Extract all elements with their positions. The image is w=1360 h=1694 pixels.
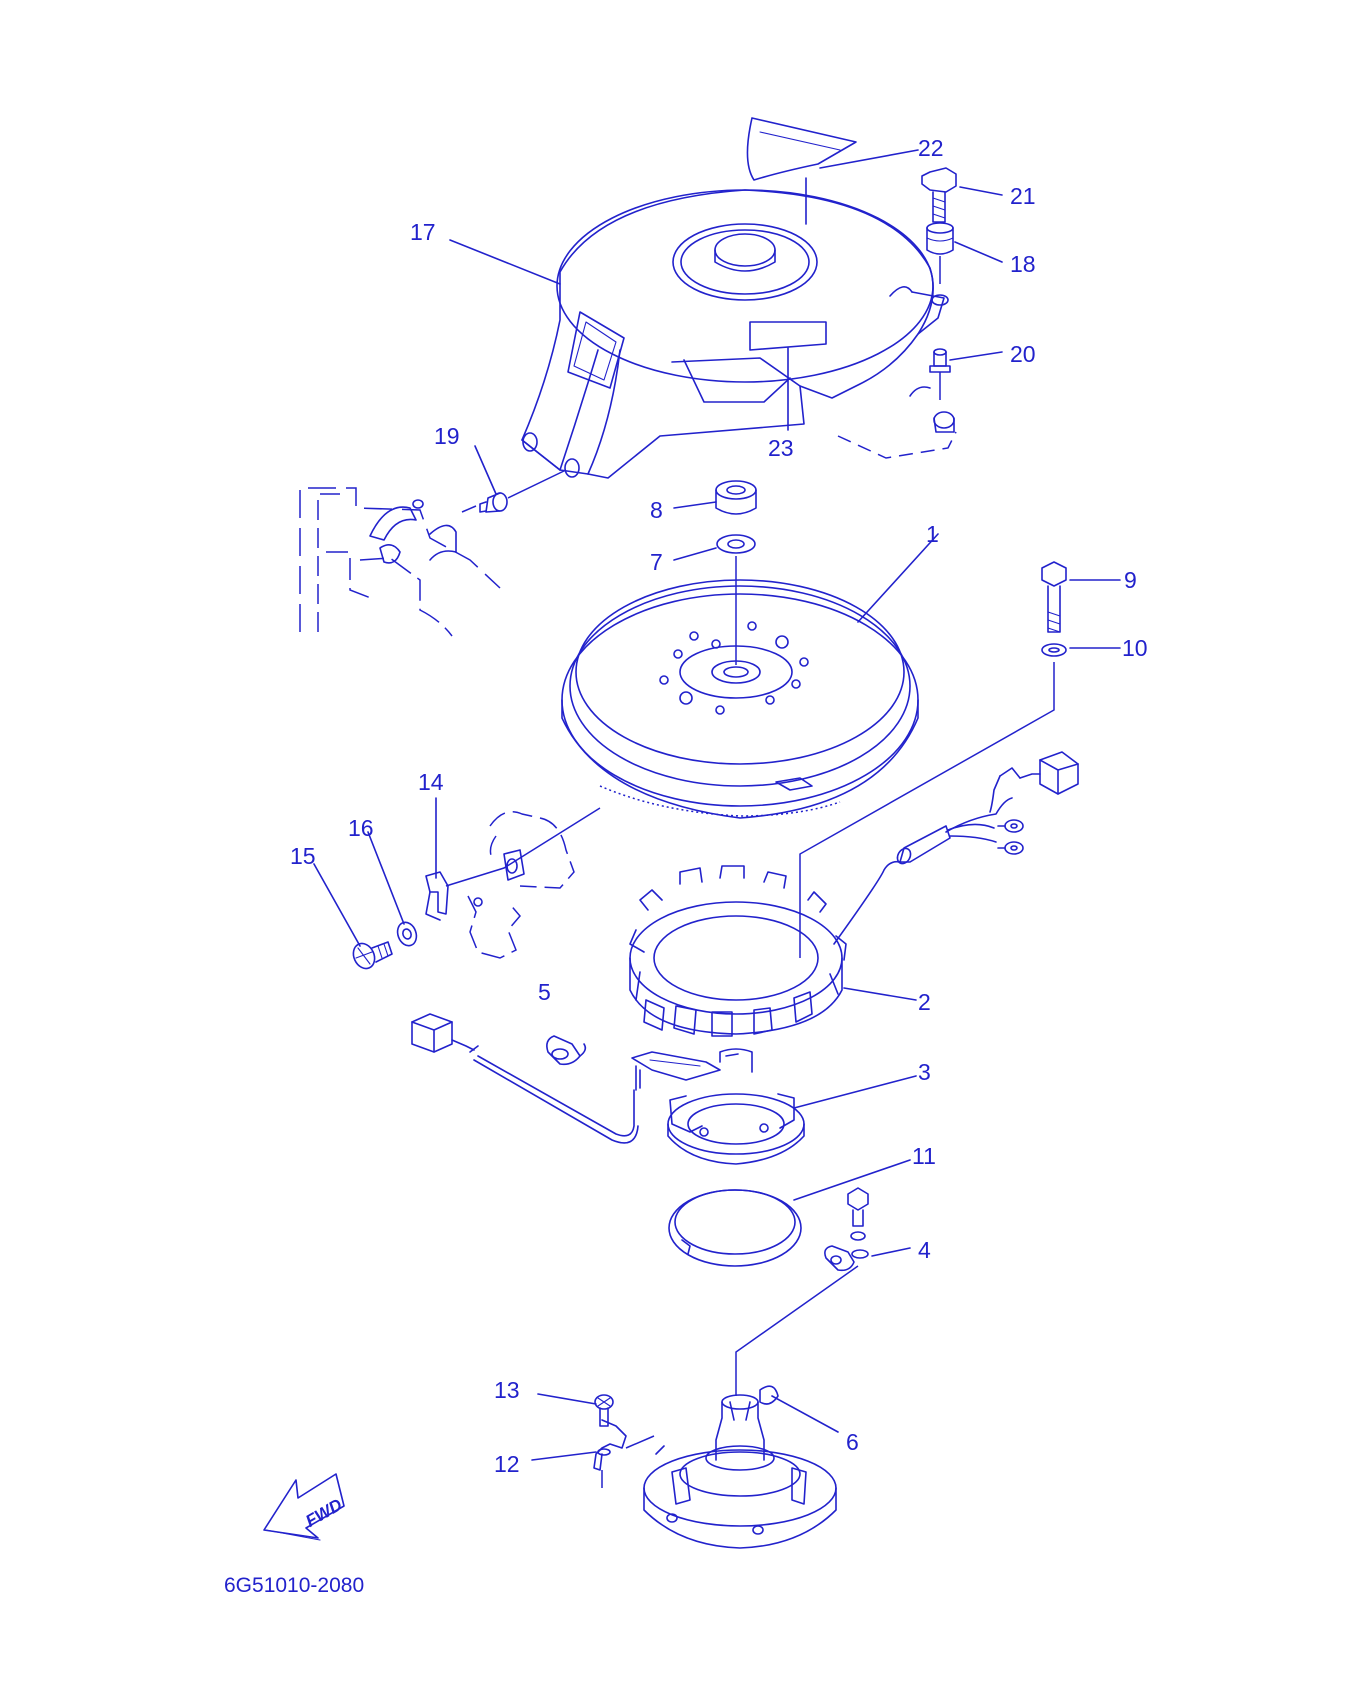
part-labels: 22 21 17 18 20 19 23 8 1 7 9 10 14 16 15… bbox=[224, 135, 1148, 1597]
part-label-20: 20 bbox=[1010, 341, 1036, 367]
cover-bracket bbox=[837, 386, 957, 459]
nut-part-8 bbox=[715, 480, 757, 515]
drawing-number: 6G51010-2080 bbox=[224, 1574, 364, 1597]
bracket-part-12 bbox=[593, 1419, 627, 1471]
part-label-1: 1 bbox=[926, 521, 939, 547]
leader-line bbox=[799, 662, 1055, 958]
callout-leaders bbox=[313, 149, 1121, 1461]
part-label-10: 10 bbox=[1122, 635, 1148, 661]
part-label-9: 9 bbox=[1124, 567, 1137, 593]
base-plate bbox=[643, 1394, 837, 1549]
screw-part-13 bbox=[594, 1394, 614, 1427]
bolt-part-9 bbox=[1041, 561, 1067, 633]
clamp-part-5 bbox=[546, 1035, 587, 1066]
collar-part-20 bbox=[929, 348, 951, 373]
part-label-3: 3 bbox=[918, 1059, 931, 1085]
flywheel-cover-part-17 bbox=[521, 189, 949, 479]
part-label-17: 17 bbox=[410, 219, 436, 245]
part-label-8: 8 bbox=[650, 497, 663, 523]
leader-line bbox=[445, 807, 601, 887]
washer-part-7 bbox=[716, 534, 756, 554]
stator-part-2 bbox=[629, 860, 901, 1037]
decal-part-22 bbox=[746, 117, 857, 181]
part-label-14: 14 bbox=[418, 769, 444, 795]
flywheel-rotor-part-1 bbox=[561, 579, 919, 819]
screw-part-4-bolt bbox=[847, 1187, 869, 1241]
engine-bracket-lower bbox=[467, 811, 575, 959]
key-part-6 bbox=[759, 1385, 779, 1405]
part-label-22: 22 bbox=[918, 135, 944, 161]
leader-line bbox=[735, 1265, 859, 1396]
bracket-part-14 bbox=[425, 871, 449, 921]
part-label-13: 13 bbox=[494, 1377, 520, 1403]
washer-part-10 bbox=[1041, 643, 1067, 657]
washer-part-16 bbox=[396, 921, 418, 947]
fwd-arrow-icon: FWD bbox=[263, 1473, 345, 1541]
bolt-part-21 bbox=[921, 167, 957, 223]
screw-part-15 bbox=[352, 941, 393, 970]
part-label-15: 15 bbox=[290, 843, 316, 869]
leader-line bbox=[601, 1435, 655, 1488]
ring-part-11 bbox=[668, 1189, 802, 1267]
clip-part-4 bbox=[824, 1245, 869, 1272]
part-label-7: 7 bbox=[650, 549, 663, 575]
leader-line bbox=[461, 469, 567, 513]
engine-bracket-upper bbox=[299, 487, 501, 637]
grommet-part-19 bbox=[479, 492, 508, 513]
pulser-coil-part-3 bbox=[631, 1048, 805, 1165]
part-label-4: 4 bbox=[918, 1237, 931, 1263]
stator-wiring bbox=[896, 751, 1079, 865]
part-label-11: 11 bbox=[912, 1143, 936, 1169]
part-label-6: 6 bbox=[846, 1429, 859, 1455]
grommet-part-18 bbox=[926, 222, 954, 255]
part-label-16: 16 bbox=[348, 815, 374, 841]
part-label-18: 18 bbox=[1010, 251, 1036, 277]
part-label-19: 19 bbox=[434, 423, 460, 449]
part-label-5: 5 bbox=[538, 979, 551, 1005]
part-label-2: 2 bbox=[918, 989, 931, 1015]
part-label-21: 21 bbox=[1010, 183, 1036, 209]
part-label-12: 12 bbox=[494, 1451, 520, 1477]
part-label-23: 23 bbox=[768, 435, 794, 461]
pulser-wiring bbox=[411, 1013, 639, 1144]
